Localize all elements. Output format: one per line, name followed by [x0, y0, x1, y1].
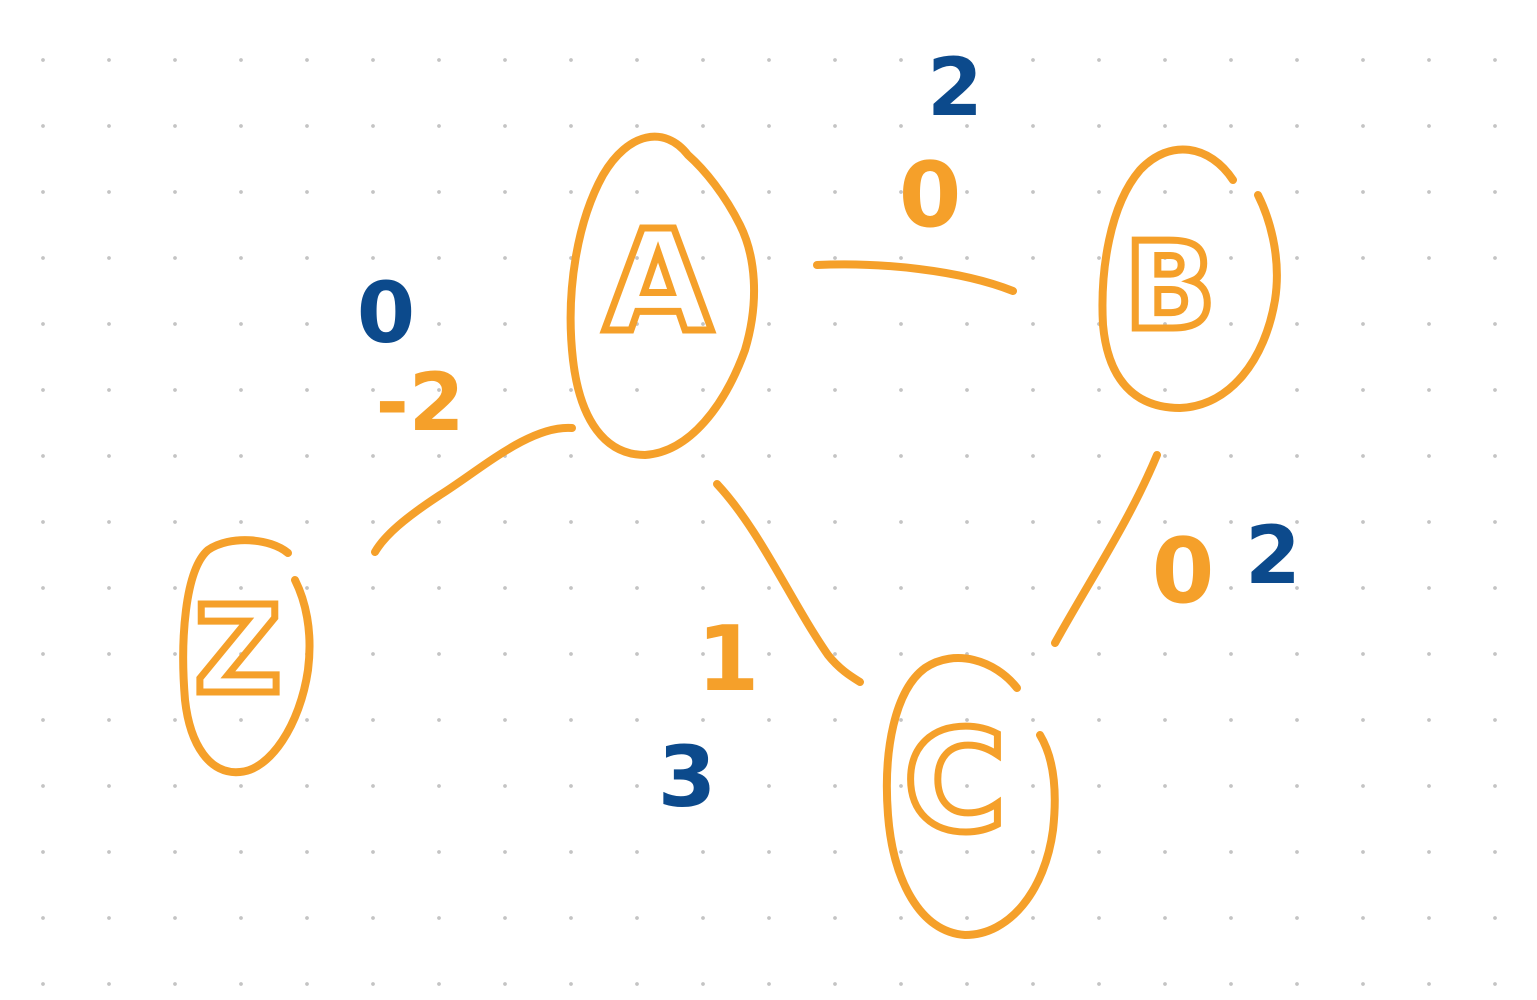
edge-a-z — [371, 423, 576, 556]
node-b-label: B — [1124, 218, 1215, 357]
edge-a-c-weight: 1 — [697, 607, 760, 712]
edge-a-b-weight: 0 — [899, 143, 962, 248]
node-c-circle — [882, 654, 1059, 939]
node-c-label: C — [904, 701, 1007, 864]
edge-b-c-weight: 0 — [1152, 519, 1215, 624]
edge-a-z-weight: -2 — [376, 356, 465, 449]
node-a-circle — [566, 132, 759, 459]
node-b-circle — [1098, 145, 1281, 412]
node-b: B — [1098, 145, 1281, 412]
node-b-value-repeat: 2 — [1245, 509, 1301, 602]
node-z-value: 0 — [357, 264, 415, 362]
node-c: C — [882, 654, 1059, 939]
node-a-label: A — [604, 201, 712, 364]
edge-a-c — [713, 480, 864, 686]
node-z-circle — [179, 536, 314, 777]
node-z: Z — [179, 536, 314, 777]
node-z-label: Z — [194, 582, 281, 721]
edge-b-c — [1051, 451, 1161, 647]
node-a: A — [566, 132, 759, 459]
node-b-value: 2 — [927, 41, 983, 134]
node-c-value: 3 — [658, 728, 716, 826]
edge-a-b — [813, 260, 1017, 295]
